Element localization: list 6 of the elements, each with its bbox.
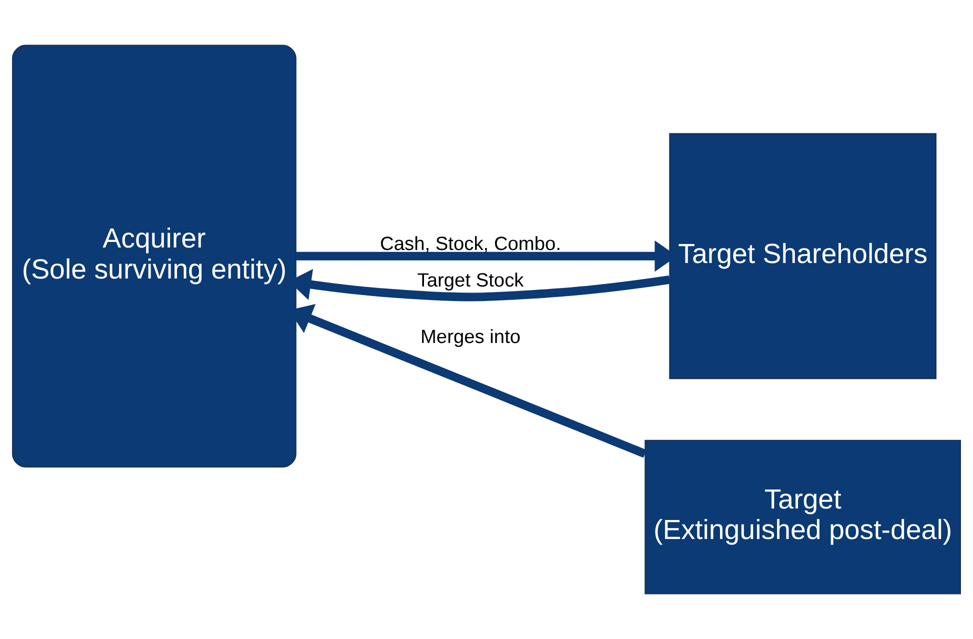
node-box: Target (Extinguished post-deal) [644,440,961,594]
edge-label: Merges into [420,326,521,348]
node-box: Acquirer (Sole surviving entity) [12,44,296,468]
edge-label: Cash, Stock, Combo. [380,234,562,256]
edge-label: Target Stock [417,270,524,292]
node-box: Target Shareholders [669,133,936,380]
